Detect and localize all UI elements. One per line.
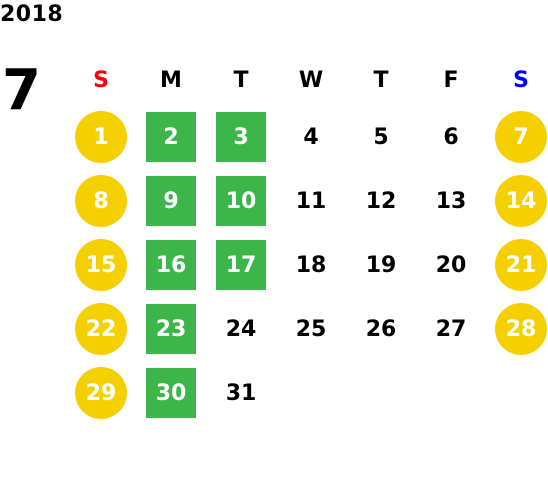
day-number: 6 [443, 124, 459, 150]
day-cell: 20 [416, 233, 486, 297]
day-number: 9 [146, 176, 196, 226]
day-cell: 28 [486, 297, 548, 361]
day-cell: 16 [136, 233, 206, 297]
day-number: 11 [295, 188, 327, 214]
day-number: 10 [216, 176, 266, 226]
day-cell: 13 [416, 169, 486, 233]
day-cell: 14 [486, 169, 548, 233]
day-number: 18 [295, 252, 327, 278]
day-cell: 25 [276, 297, 346, 361]
weekday-header-mon: M [160, 67, 182, 93]
day-number: 27 [435, 316, 467, 342]
day-cell: 8 [66, 169, 136, 233]
day-number: 26 [365, 316, 397, 342]
day-number: 22 [75, 303, 127, 355]
day-number: 28 [495, 303, 547, 355]
day-cell: 7 [486, 105, 548, 169]
day-cell: 23 [136, 297, 206, 361]
day-number: 5 [373, 124, 389, 150]
weekday-header-wed: W [298, 67, 324, 93]
day-cell: 18 [276, 233, 346, 297]
day-number: 21 [495, 239, 547, 291]
day-number: 20 [435, 252, 467, 278]
day-number: 12 [365, 188, 397, 214]
day-cell: 9 [136, 169, 206, 233]
day-number: 30 [146, 368, 196, 418]
weekday-header-sun: S [93, 67, 109, 93]
day-number: 8 [75, 175, 127, 227]
day-cell: 6 [416, 105, 486, 169]
day-cell: 26 [346, 297, 416, 361]
day-cell: 29 [66, 361, 136, 425]
weekday-header-fri: F [443, 67, 459, 93]
day-cell: 30 [136, 361, 206, 425]
day-number: 24 [225, 316, 257, 342]
day-cell: 12 [346, 169, 416, 233]
day-number: 13 [435, 188, 467, 214]
day-cell: 24 [206, 297, 276, 361]
day-cell: 17 [206, 233, 276, 297]
day-number: 15 [75, 239, 127, 291]
weekday-header-thu: T [373, 67, 389, 93]
day-cell: 21 [486, 233, 548, 297]
day-cell: 15 [66, 233, 136, 297]
day-cell: 5 [346, 105, 416, 169]
year-label: 2018 [0, 2, 64, 27]
day-number: 1 [75, 111, 127, 163]
day-cell: 10 [206, 169, 276, 233]
day-number: 16 [146, 240, 196, 290]
day-number: 25 [295, 316, 327, 342]
month-label: 7 [2, 58, 41, 123]
day-cell: 31 [206, 361, 276, 425]
day-number: 17 [216, 240, 266, 290]
day-cell: 27 [416, 297, 486, 361]
day-number: 31 [225, 380, 257, 406]
day-cell: 1 [66, 105, 136, 169]
day-cell: 2 [136, 105, 206, 169]
day-cell: 4 [276, 105, 346, 169]
day-cell: 11 [276, 169, 346, 233]
weekday-header-sat: S [513, 67, 529, 93]
day-number: 29 [75, 367, 127, 419]
day-cell: 22 [66, 297, 136, 361]
day-number: 7 [495, 111, 547, 163]
day-number: 14 [495, 175, 547, 227]
day-number: 4 [303, 124, 319, 150]
day-number: 3 [216, 112, 266, 162]
day-number: 2 [146, 112, 196, 162]
weekday-header-tue: T [233, 67, 249, 93]
day-cell: 3 [206, 105, 276, 169]
day-number: 23 [146, 304, 196, 354]
day-cell: 19 [346, 233, 416, 297]
day-number: 19 [365, 252, 397, 278]
